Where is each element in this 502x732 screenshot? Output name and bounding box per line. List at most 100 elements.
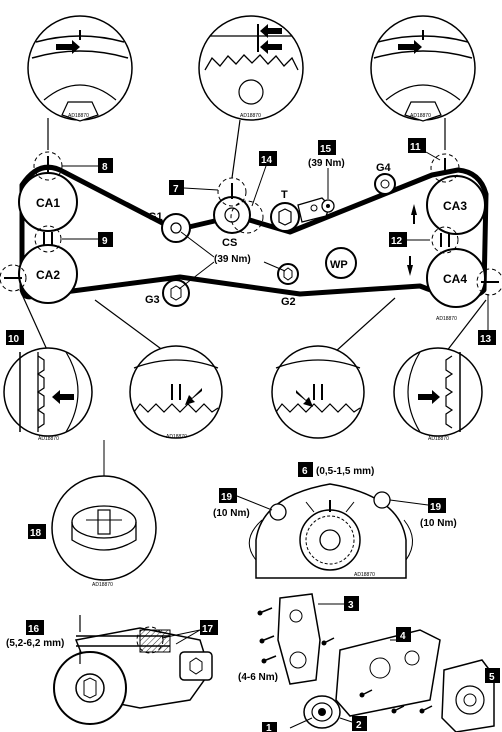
label-cs: CS bbox=[222, 237, 237, 249]
badge-1: 1 bbox=[262, 717, 313, 732]
label-g1: G1 bbox=[148, 211, 163, 223]
pulley-g3: G3 bbox=[145, 279, 190, 307]
label-wp: WP bbox=[330, 259, 348, 271]
tensioner-top-view: AD18870 bbox=[51, 475, 157, 588]
label-g2: G2 bbox=[281, 296, 296, 308]
badge-15: 15 (39 Nm) bbox=[308, 140, 345, 199]
svg-text:17: 17 bbox=[202, 624, 214, 635]
leader-torque-g1 bbox=[180, 231, 215, 258]
pulley-ca4: CA4 AD18870 bbox=[407, 226, 502, 322]
leader-cs bbox=[231, 119, 241, 179]
svg-text:15: 15 bbox=[320, 144, 332, 155]
bolt-15 bbox=[321, 199, 335, 213]
svg-text:2: 2 bbox=[356, 720, 362, 731]
badge-19-right: 19 (10 Nm) bbox=[389, 498, 457, 529]
label-ca2: CA2 bbox=[36, 268, 60, 282]
pulley-g1: G1 bbox=[148, 211, 191, 243]
badge-18: 18 bbox=[28, 524, 46, 539]
svg-text:6: 6 bbox=[302, 466, 308, 477]
label-ca3: CA3 bbox=[443, 199, 467, 213]
svg-text:5: 5 bbox=[489, 672, 495, 683]
badge-7: 7 bbox=[169, 180, 219, 195]
svg-text:13: 13 bbox=[480, 334, 492, 345]
cover-4 bbox=[335, 629, 441, 717]
svg-text:9: 9 bbox=[102, 236, 108, 247]
pulley-ca1: CA1 bbox=[18, 151, 78, 232]
svg-text:8: 8 bbox=[102, 162, 108, 173]
label-t: T bbox=[281, 189, 288, 201]
badge-3: 3 bbox=[318, 596, 359, 611]
detail-circle-ca4-side: AD18870 bbox=[393, 347, 483, 442]
svg-text:11: 11 bbox=[410, 142, 421, 153]
pulley-ca2: CA2 bbox=[0, 225, 78, 304]
badge-8: 8 bbox=[62, 158, 113, 173]
pulley-g2: G2 bbox=[277, 263, 299, 308]
badge-14: 14 bbox=[251, 151, 277, 207]
crank-sprocket-detail: AD18870 bbox=[248, 483, 413, 579]
badge-6: 6 (0,5-1,5 mm) bbox=[298, 462, 374, 477]
leader-torque-g3 bbox=[178, 261, 215, 290]
leader-d9 bbox=[94, 299, 169, 355]
ref-code-4: AD18870 bbox=[436, 316, 457, 322]
label-g3: G3 bbox=[145, 294, 160, 306]
detail-circle-ca3-ca4 bbox=[271, 345, 365, 439]
torque-4: (4-6 Nm) bbox=[238, 672, 278, 683]
ref-code-5: AD18870 bbox=[38, 436, 59, 442]
torque-15: (39 Nm) bbox=[308, 158, 345, 169]
label-ca4: CA4 bbox=[443, 272, 467, 286]
svg-text:3: 3 bbox=[348, 600, 354, 611]
label-g4: G4 bbox=[376, 162, 392, 174]
badge-11: 11 bbox=[408, 138, 441, 161]
ref-code-2: AD18870 bbox=[240, 113, 261, 119]
badge-13: 13 bbox=[478, 294, 496, 345]
crank-pulley-2 bbox=[303, 695, 341, 729]
detail-circle-ca1-ca2: AD18870 bbox=[129, 345, 223, 440]
ref-code-6: AD18870 bbox=[166, 434, 187, 440]
ref-code-1: AD18870 bbox=[68, 113, 89, 119]
leader-d10 bbox=[19, 289, 49, 353]
badge-19-left: 19 (10 Nm) bbox=[213, 488, 273, 519]
pulley-ca3: CA3 bbox=[411, 153, 486, 235]
pulley-g4: G4 bbox=[374, 162, 396, 195]
badge-12: 12 bbox=[389, 232, 430, 247]
label-ca1: CA1 bbox=[36, 196, 60, 210]
timing-belt bbox=[19, 164, 489, 300]
leader-d13 bbox=[445, 299, 487, 353]
torque-center: (39 Nm) bbox=[214, 254, 251, 265]
badge-4: 4 bbox=[390, 627, 411, 642]
svg-text:12: 12 bbox=[391, 236, 403, 247]
measure-16: (5,2-6,2 mm) bbox=[6, 638, 64, 649]
torque-19-left: (10 Nm) bbox=[213, 508, 250, 519]
badge-16: 16 (5,2-6,2 mm) bbox=[6, 620, 64, 649]
pulley-t: T bbox=[270, 189, 331, 232]
cover-3 bbox=[277, 593, 321, 685]
measure-6: (0,5-1,5 mm) bbox=[316, 466, 374, 477]
ref-code-8: AD18870 bbox=[92, 582, 113, 588]
detail-circle-cs-mark: AD18870 bbox=[198, 15, 304, 121]
ref-code-3: AD18870 bbox=[410, 113, 431, 119]
detail-circle-ca3-mark: AD18870 bbox=[370, 15, 476, 122]
torque-19-right: (10 Nm) bbox=[420, 518, 457, 529]
svg-text:1: 1 bbox=[266, 723, 272, 732]
bolts-cover bbox=[257, 607, 433, 714]
detail-circle-ca1-mark: AD18870 bbox=[27, 15, 133, 122]
svg-text:19: 19 bbox=[430, 502, 442, 513]
badge-2: 2 bbox=[339, 716, 367, 731]
svg-text:18: 18 bbox=[30, 528, 42, 539]
tensioner-side-view bbox=[53, 615, 213, 725]
svg-text:10: 10 bbox=[8, 334, 20, 345]
detail-circle-ca2-side: AD18870 bbox=[3, 347, 93, 442]
badge-17: 17 bbox=[161, 620, 218, 645]
badge-10: 10 bbox=[6, 330, 24, 345]
svg-text:7: 7 bbox=[173, 184, 179, 195]
pulley-wp: WP bbox=[325, 247, 357, 279]
cover-5 bbox=[441, 659, 495, 732]
pulley-cs: CS bbox=[213, 177, 264, 249]
ref-code-7: AD18870 bbox=[428, 436, 449, 442]
svg-text:4: 4 bbox=[400, 631, 406, 642]
svg-text:14: 14 bbox=[261, 155, 273, 166]
svg-text:16: 16 bbox=[28, 624, 40, 635]
badge-9: 9 bbox=[62, 232, 113, 247]
